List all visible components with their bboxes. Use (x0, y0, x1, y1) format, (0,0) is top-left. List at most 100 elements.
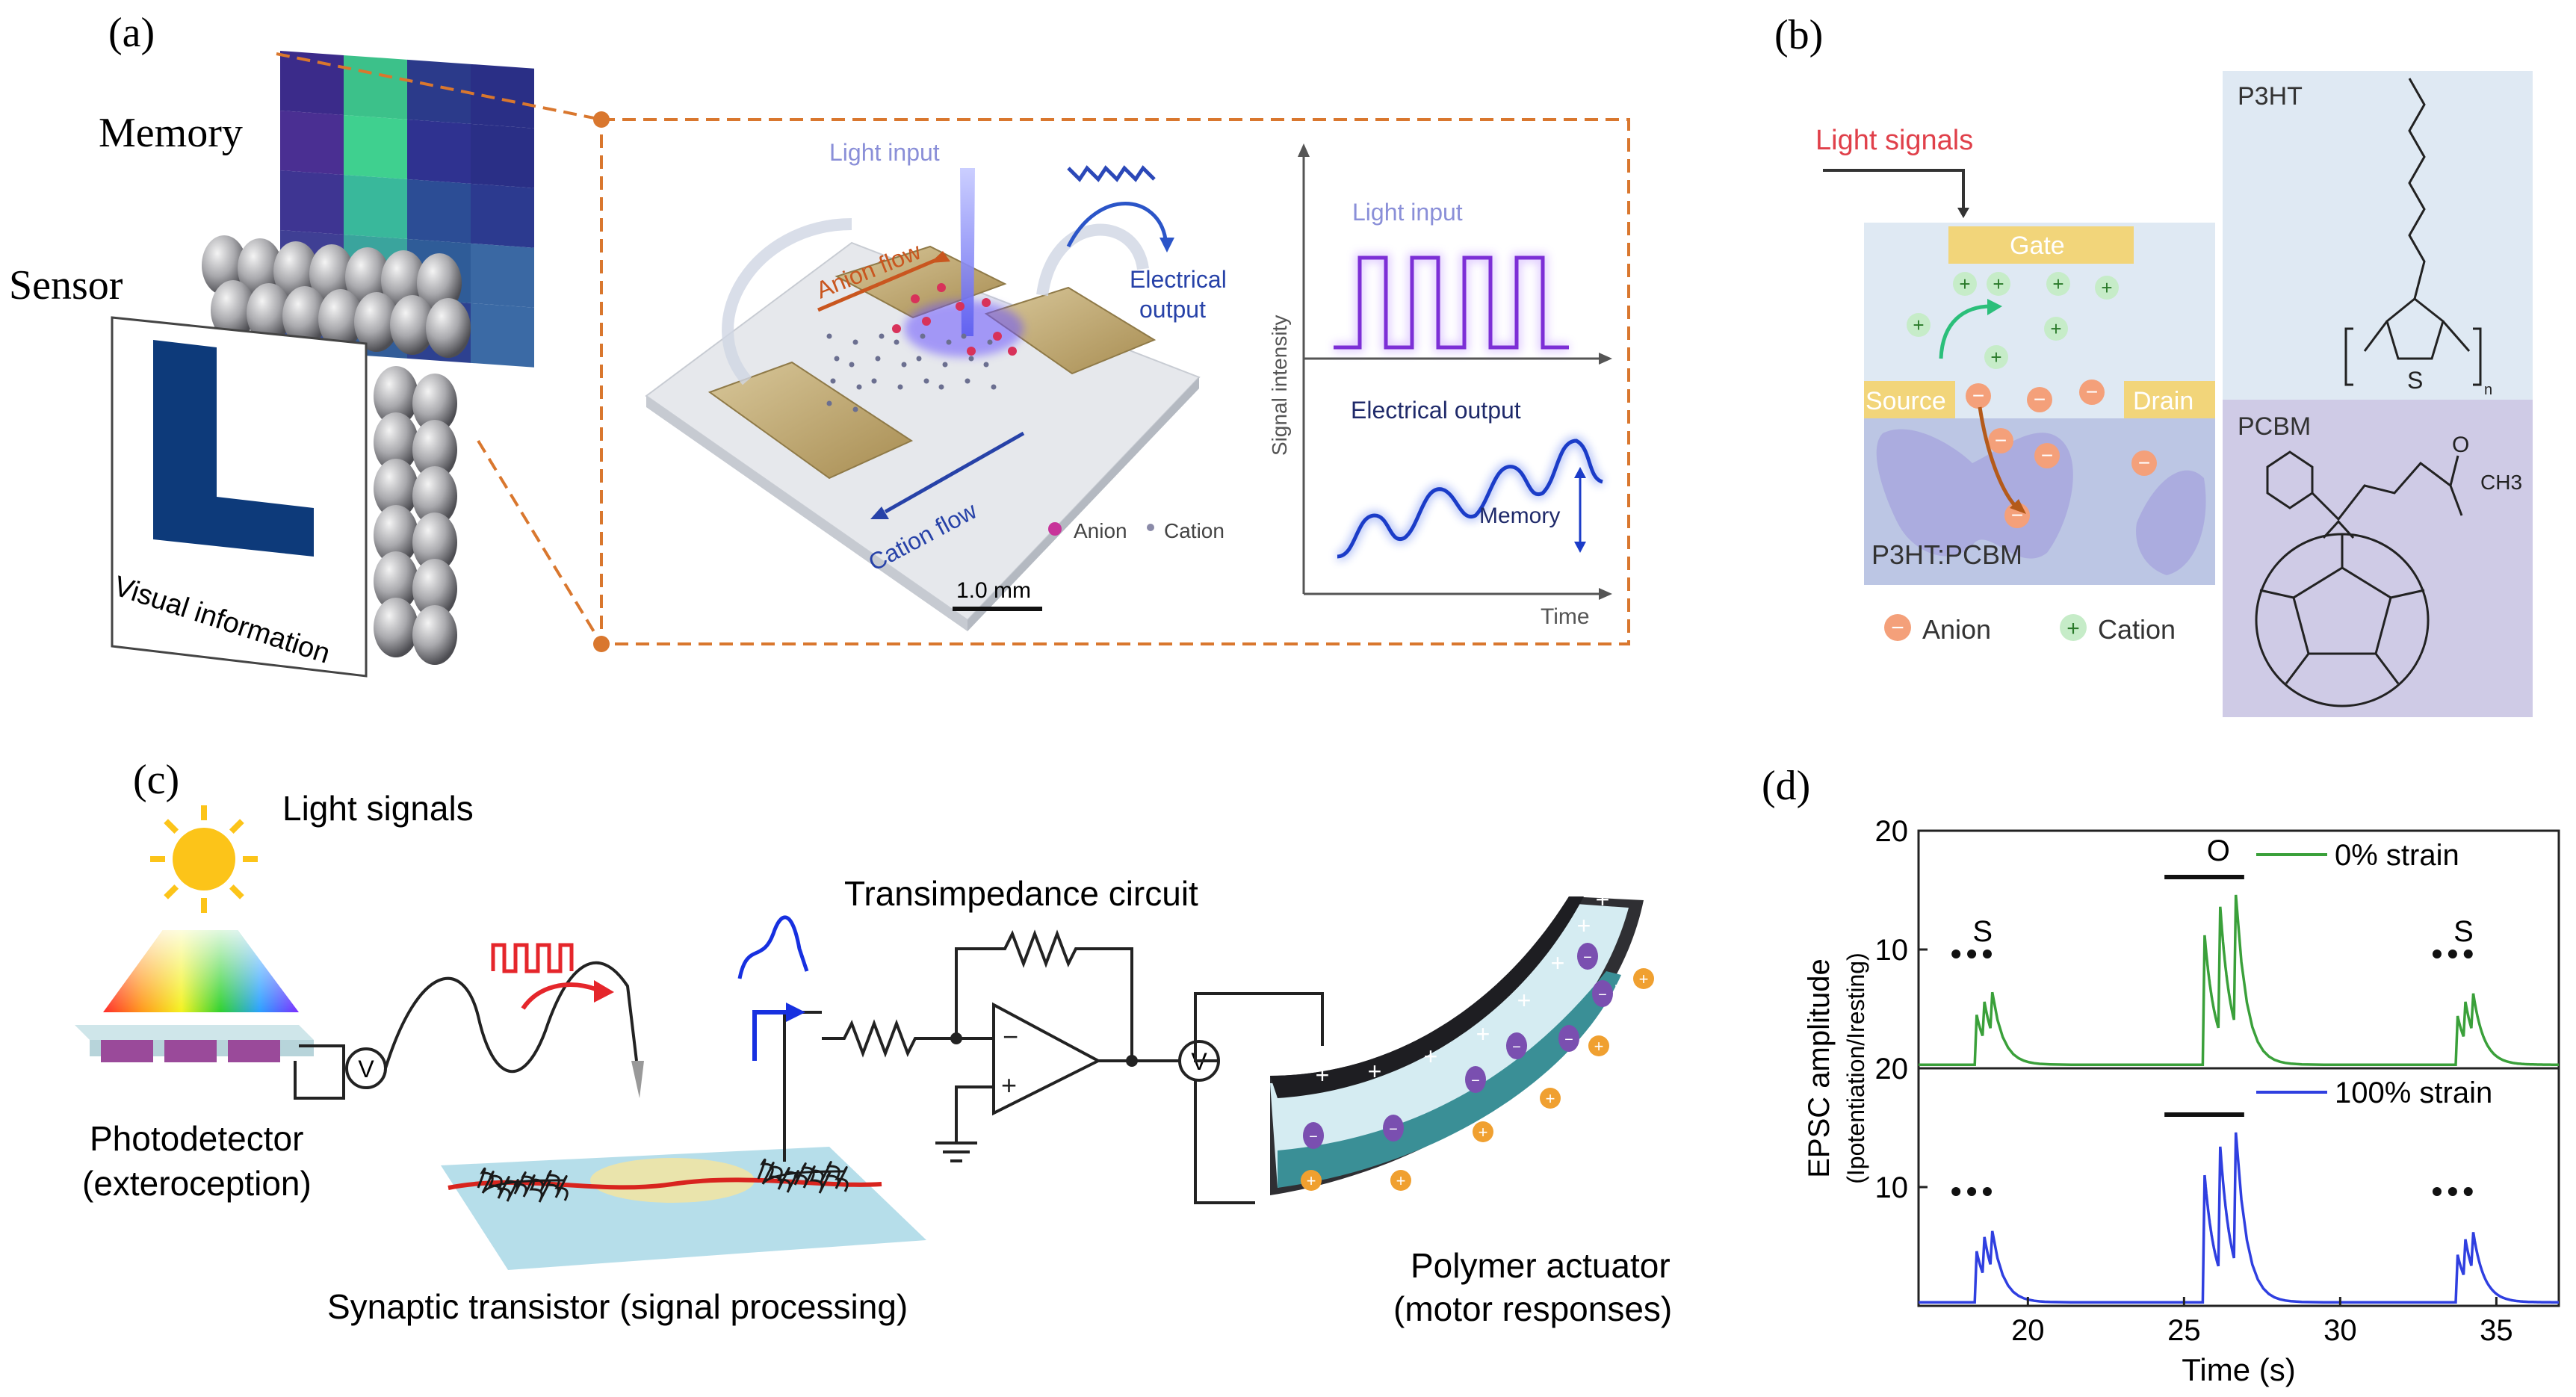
gate-label: Gate (2010, 232, 2065, 260)
svg-text:+: + (1517, 987, 1532, 1014)
annotation-label: O (2207, 834, 2230, 867)
svg-text:+: + (1993, 273, 2004, 295)
inset-light-input: Light input (829, 139, 940, 166)
actuator-cation (1633, 968, 1654, 989)
svg-text:+: + (1424, 1043, 1438, 1070)
svg-text:−: − (1583, 950, 1592, 966)
ion-tube-right (1036, 223, 1149, 297)
cation-icon (2044, 317, 2068, 341)
probe-tip (631, 1061, 644, 1098)
light-signals-label: Light signals (1815, 125, 1973, 156)
sensor-sphere (417, 253, 462, 313)
drain-electrode (2124, 381, 2215, 418)
svg-text:−: − (1435, 1151, 1449, 1178)
cation-icon (1907, 313, 1931, 337)
cation-dot (897, 384, 903, 390)
signal-wire (384, 961, 638, 1074)
cation-dot (920, 333, 926, 339)
svg-text:−: − (2086, 380, 2098, 403)
ion-tube (722, 218, 852, 385)
cation-icon (2046, 272, 2070, 296)
p3ht-label: P3HT (2238, 82, 2303, 111)
transimpedance-circuit (822, 929, 1180, 1162)
svg-text:+: + (1368, 1058, 1382, 1085)
actuator-cation (1540, 1088, 1561, 1109)
sensor-label: Sensor (9, 262, 123, 309)
anion-icon (1966, 383, 1991, 409)
plot-light-input-label: Light input (1352, 199, 1463, 226)
anion-dot (922, 317, 931, 326)
cation-dot (991, 384, 997, 390)
anion-dot (1008, 347, 1017, 356)
sensor-sphere (412, 559, 457, 619)
actuator-cation (1390, 1170, 1411, 1191)
sulfur-atom: S (2407, 367, 2423, 394)
svg-text:−: − (1598, 987, 1607, 1003)
polymer-actuator-label: Polymer actuator (1411, 1246, 1671, 1285)
stimulus-dot (2463, 1187, 2473, 1196)
light-signals-text: Light signals (282, 789, 474, 828)
cation-dot (830, 378, 836, 384)
motor-responses-label: (motor responses) (1393, 1289, 1672, 1328)
svg-text:−: − (1564, 1032, 1573, 1048)
legend-anion-text: Anion (1922, 614, 1991, 645)
svg-text:−: − (1309, 1129, 1318, 1145)
cation-dot (916, 356, 922, 362)
svg-text:+: + (1959, 273, 1970, 295)
anion-dot (993, 332, 1002, 341)
electrode-bottom-left (708, 361, 914, 480)
svg-text:−: − (1323, 1181, 1337, 1208)
visual-information-card: Visual information (110, 316, 368, 678)
panel-a-label: (a) (108, 10, 155, 56)
legend-cation-icon (2060, 614, 2087, 641)
plot-time-label: Time (1541, 604, 1590, 629)
svg-text:+: + (1577, 912, 1591, 939)
actuator-cation (1301, 1170, 1322, 1191)
pcbm-label: PCBM (2238, 412, 2311, 441)
svg-text:−: − (1003, 1021, 1018, 1052)
actuator-cation (1588, 1035, 1609, 1056)
photodetector-label: Photodetector (90, 1119, 303, 1158)
legend-label-1: 100% strain (2335, 1077, 2492, 1109)
actuator-anion (1577, 943, 1598, 970)
cation-dot (871, 378, 877, 384)
stimulus-dot (1982, 950, 1992, 958)
inset-electrical-output-2: output (1139, 296, 1206, 323)
actuator-anion (1383, 1115, 1404, 1142)
stimulus-dot (2447, 1187, 2457, 1196)
heatmap-cell (280, 51, 344, 115)
plot-electrical-output-label: Electrical output (1351, 397, 1521, 424)
electrode-right (984, 286, 1157, 375)
synaptic-transistor-label: Synaptic transistor (signal processing) (327, 1287, 908, 1326)
mesh-strand (477, 1167, 569, 1203)
legend-anion-dot (1048, 522, 1062, 536)
anion-icon (2034, 443, 2060, 468)
svg-text:+: + (2066, 616, 2080, 641)
cation-icon (1953, 272, 1977, 296)
anion-dot (911, 294, 920, 303)
methyl-group: CH3 (2480, 471, 2522, 494)
anion-move-arrow (1978, 406, 2019, 509)
heatmap-cell (407, 59, 471, 124)
legend-anion-icon (1884, 614, 1911, 641)
svg-text:+: + (1639, 970, 1649, 988)
electrode-mesh-right (757, 1158, 849, 1194)
oxygen-atom: O (2452, 433, 2469, 457)
stimulus-dot (1967, 1187, 1977, 1196)
stimulus-dot (2432, 1187, 2442, 1196)
inset-legend-anion: Anion (1074, 519, 1127, 542)
legend-label-0: 0% strain (2335, 839, 2459, 872)
x-tick-label: 25 (2167, 1314, 2201, 1347)
cation-dot (849, 362, 855, 368)
projection-line-top (276, 52, 602, 121)
stimulus-dot (1951, 1187, 1961, 1196)
epsc-waveform-icon (737, 915, 809, 979)
svg-text:+: + (1479, 1123, 1488, 1142)
legend-cation-text: Cation (2098, 614, 2176, 645)
sensor-sphere (426, 298, 471, 358)
sun-icon (150, 805, 258, 913)
svg-text:+: + (1001, 1070, 1017, 1100)
heatmap-cell (471, 243, 534, 308)
inset-frame (600, 118, 1630, 645)
heatmap-cell (407, 179, 471, 244)
